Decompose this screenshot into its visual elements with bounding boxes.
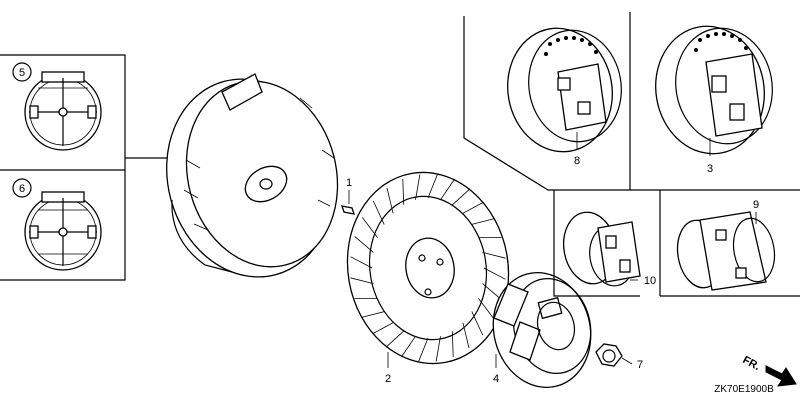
- callout-7-label: 7: [637, 359, 643, 371]
- callout-10-label: 10: [644, 275, 656, 287]
- callout-6: 6: [12, 178, 32, 198]
- callout-3-label: 3: [707, 163, 713, 175]
- callout-5-label: 5: [19, 67, 25, 79]
- part-6-inner-cover: [24, 191, 102, 271]
- part-8-vent-holes: [544, 36, 598, 56]
- callout-8-label: 8: [574, 155, 580, 167]
- part-7-nut: 7: [595, 343, 643, 371]
- diagram-code: ZK70E1900B: [714, 384, 774, 395]
- part-3-vent-holes: [694, 32, 748, 52]
- part-4-starter-pulley: 4: [492, 271, 592, 389]
- fan-cover: [166, 73, 339, 278]
- inset-box-middle-right: [553, 190, 800, 297]
- part-3-pulley-assembly: 3: [655, 25, 773, 175]
- part-2-flywheel: 2: [346, 171, 510, 385]
- front-arrow-icon: [765, 365, 797, 387]
- direction-label: FR.: [741, 354, 762, 373]
- callout-5: 5: [12, 62, 32, 82]
- part-10-pulley-sleeve: 10: [562, 211, 656, 287]
- callout-4-label: 4: [493, 373, 499, 385]
- part-8-pulley-assembly: 8: [507, 27, 622, 167]
- inset-box-left: [0, 54, 168, 281]
- part-9-pulley-sleeve: 9: [676, 199, 776, 291]
- front-direction-indicator: FR.: [741, 354, 797, 387]
- callout-9-label: 9: [753, 199, 759, 211]
- part-5-inner-cover: [24, 71, 102, 151]
- inset-box-top-right: [463, 12, 800, 191]
- part-1-key: 1: [341, 177, 355, 215]
- callout-1-label: 1: [346, 177, 352, 189]
- callout-2-label: 2: [385, 373, 391, 385]
- callout-6-label: 6: [19, 183, 25, 195]
